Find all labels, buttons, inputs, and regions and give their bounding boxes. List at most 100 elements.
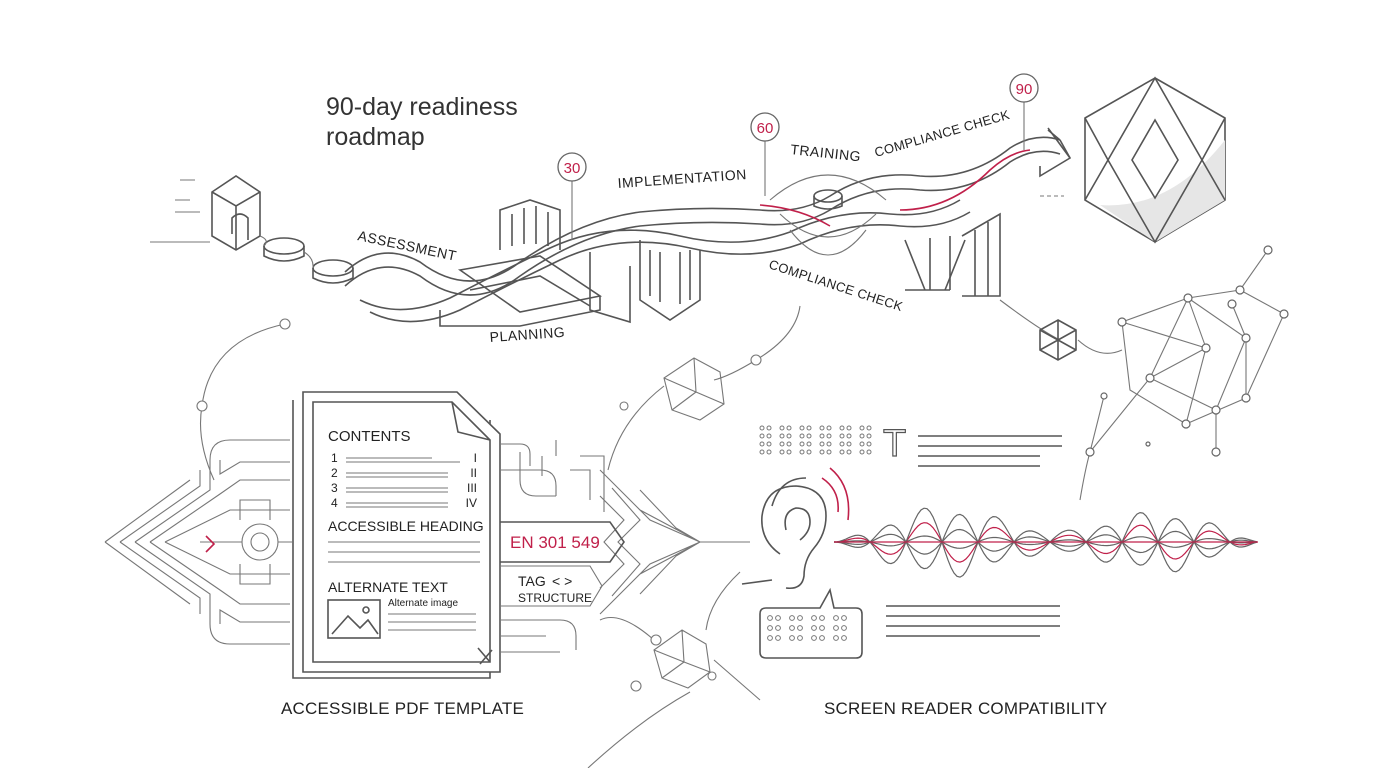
braille-dot — [819, 441, 825, 447]
braille-dot — [767, 615, 773, 621]
caption-accessible-pdf-template: ACCESSIBLE PDF TEMPLATE — [281, 699, 524, 718]
sound-wave — [833, 507, 1258, 578]
milestone-90: 90 — [1009, 73, 1039, 150]
circuit-pattern-middle — [500, 440, 750, 653]
braille-dot — [866, 449, 872, 455]
braille-dot — [846, 433, 852, 439]
tag-structure-badge: TAG < > STRUCTURE — [500, 565, 603, 607]
braille-dot — [819, 635, 825, 641]
roadmap-title: 90-day readiness roadmap — [326, 92, 518, 152]
sound-wave-line — [833, 522, 1258, 563]
structure-label: STRUCTURE — [518, 591, 592, 605]
braille-dot — [799, 433, 805, 439]
braille-dot — [797, 635, 803, 641]
circuit-pattern-left — [104, 439, 292, 645]
braille-dot — [789, 615, 795, 621]
roadmap-title-line2: roadmap — [326, 123, 425, 151]
phase-label-compliance-check-upper: COMPLIANCE CHECK — [873, 107, 1012, 160]
tag-code-icon: < > — [552, 573, 572, 589]
braille-dot — [759, 433, 765, 439]
braille-dot — [806, 441, 812, 447]
milestone-60-label: 60 — [757, 120, 774, 137]
roadmap-ribbon-path — [344, 127, 1072, 327]
braille-dot — [779, 433, 785, 439]
braille-dot — [767, 635, 773, 641]
standard-badge: EN 301 549 — [500, 521, 625, 563]
braille-dot — [819, 433, 825, 439]
braille-dot — [846, 449, 852, 455]
text-lines-bottom — [886, 605, 1060, 637]
standard-badge-label: EN 301 549 — [510, 533, 600, 552]
toc-roman-1: I — [474, 451, 477, 465]
toc-num-4: 4 — [331, 496, 338, 510]
braille-dot — [786, 441, 792, 447]
braille-dot — [759, 441, 765, 447]
braille-dot — [866, 425, 872, 431]
braille-dot — [833, 615, 839, 621]
toc-roman-2: II — [470, 466, 477, 480]
braille-dot — [841, 615, 847, 621]
milestone-30-label: 30 — [564, 160, 581, 177]
braille-dot — [766, 441, 772, 447]
braille-dot — [839, 433, 845, 439]
caption-screen-reader-compatibility: SCREEN READER COMPATIBILITY — [824, 699, 1108, 718]
braille-dot — [833, 625, 839, 631]
braille-dot — [826, 441, 832, 447]
braille-dot — [799, 425, 805, 431]
braille-dot — [779, 425, 785, 431]
roadmap-progress-line — [759, 149, 1031, 227]
braille-dot — [806, 433, 812, 439]
toc-num-1: 1 — [331, 451, 338, 465]
braille-dot — [775, 635, 781, 641]
toc-num-2: 2 — [331, 466, 338, 480]
braille-dot — [759, 425, 765, 431]
roadmap-start-cube-icon — [150, 175, 261, 251]
roadmap-title-line1: 90-day readiness — [326, 93, 518, 121]
milestone-60: 60 — [750, 112, 780, 196]
accessible-heading-label: ACCESSIBLE HEADING — [328, 518, 484, 534]
alternate-text-label: ALTERNATE TEXT — [328, 579, 448, 595]
phase-label-assessment: ASSESSMENT — [356, 227, 458, 264]
toc-num-3: 3 — [331, 481, 338, 495]
braille-dot — [797, 625, 803, 631]
phase-label-implementation: IMPLEMENTATION — [617, 166, 747, 191]
braille-speech-bubble — [759, 587, 863, 659]
braille-dot — [846, 425, 852, 431]
braille-dot — [819, 425, 825, 431]
braille-dot — [819, 449, 825, 455]
braille-dot — [766, 425, 772, 431]
circuit-left-connector — [196, 318, 291, 481]
sound-wave-line — [833, 528, 1258, 555]
braille-dots-top — [759, 425, 872, 455]
toc-list: 1 2 3 4 I II III IV — [331, 451, 477, 510]
braille-dot — [839, 449, 845, 455]
phase-label-training: TRAINING — [790, 141, 862, 164]
connector-polyhedra — [587, 305, 801, 768]
tag-label: TAG — [518, 573, 546, 589]
toc-roman-4: IV — [466, 496, 477, 510]
sound-wave-line — [833, 513, 1258, 570]
braille-dot — [826, 449, 832, 455]
braille-dot — [766, 433, 772, 439]
braille-dot — [797, 615, 803, 621]
braille-dot — [786, 449, 792, 455]
phase-label-compliance-check-lower: COMPLIANCE CHECK — [767, 257, 905, 314]
toc-roman-3: III — [467, 481, 477, 495]
roadmap-start-discs — [259, 235, 354, 284]
braille-dot — [811, 635, 817, 641]
braille-dot — [866, 441, 872, 447]
braille-dot — [775, 625, 781, 631]
braille-dot — [799, 449, 805, 455]
braille-dot — [775, 615, 781, 621]
braille-dot — [786, 433, 792, 439]
image-placeholder-icon — [327, 599, 381, 639]
braille-dot — [859, 433, 865, 439]
text-glyph-icon: T — [883, 423, 906, 465]
phase-label-planning: PLANNING — [489, 324, 566, 345]
braille-dot — [839, 425, 845, 431]
braille-dot — [859, 425, 865, 431]
braille-dot — [789, 625, 795, 631]
braille-dot — [779, 449, 785, 455]
braille-dot — [759, 449, 765, 455]
heading-text-lines — [328, 541, 480, 563]
